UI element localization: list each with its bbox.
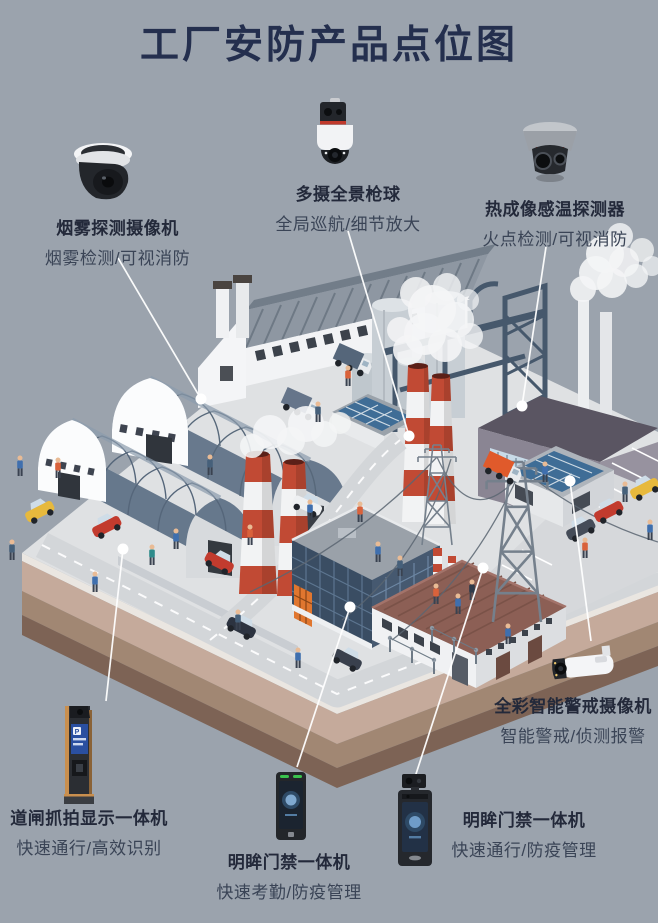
product-name: 明眸门禁一体机 (462, 811, 586, 830)
bullet-camera-image (552, 645, 614, 680)
location-marker-dot (344, 601, 356, 613)
leader-line (569, 480, 592, 642)
leader-line (105, 548, 124, 702)
ptz-camera-image (317, 98, 353, 164)
location-marker-dot (477, 562, 489, 574)
access-terminal-image (276, 772, 306, 840)
power-pylons (249, 444, 658, 675)
product-name: 明眸门禁一体机 (227, 853, 351, 872)
product-desc: 火点检测/可视消防 (482, 230, 628, 249)
product-desc: 全局巡航/细节放大 (275, 215, 421, 234)
location-marker-dot (195, 393, 207, 405)
leader-line (117, 257, 202, 400)
product-desc: 快速考勤/防疫管理 (216, 883, 362, 902)
barrier-gate-image: P (64, 706, 94, 804)
smoke-camera-image (74, 143, 132, 200)
product-desc: 烟雾检测/可视消防 (44, 249, 191, 268)
smoke-plume-a (240, 406, 351, 458)
location-marker-dot (564, 475, 576, 487)
leader-line (347, 230, 410, 437)
product-name: 热成像感温探测器 (485, 200, 625, 219)
location-marker-dot (117, 543, 129, 555)
leader-line (414, 567, 484, 778)
thermal-camera-image (523, 122, 577, 182)
product-name: 全彩智能警戒摄像机 (494, 697, 652, 716)
smoke-plume-dark-factory (570, 223, 658, 302)
warehouse-building-front (38, 417, 254, 578)
product-name: 烟雾探测摄像机 (56, 219, 179, 238)
location-marker-dot (403, 430, 415, 442)
label-access-terminal-pass: 明眸门禁一体机 快速通行/防疫管理 (438, 806, 610, 861)
solar-roof-building (505, 446, 614, 527)
smoke-plume-b (387, 273, 483, 365)
location-marker-dot (516, 400, 528, 412)
product-desc: 快速通行/防疫管理 (451, 841, 597, 860)
label-thermal-temp-detector: 热成像感温探测器 火点检测/可视消防 (473, 195, 637, 250)
leader-line (521, 246, 547, 407)
product-desc: 快速通行/高效识别 (16, 839, 162, 858)
leader-line (296, 606, 351, 768)
parking-sign-text: P (75, 729, 80, 736)
product-name: 多摄全景枪球 (295, 185, 401, 204)
label-full-color-alert-camera: 全彩智能警戒摄像机 智能警戒/侦测报警 (488, 692, 658, 747)
label-barrier-capture-display: 道闸抓拍显示一体机 快速通行/高效识别 (6, 804, 172, 859)
access-terminal-temp-image (398, 774, 432, 866)
product-desc: 智能警戒/侦测报警 (500, 727, 646, 746)
label-smoke-detection-camera: 烟雾探测摄像机 烟雾检测/可视消防 (20, 214, 215, 269)
label-panoramic-ptz-camera: 多摄全景枪球 全局巡航/细节放大 (268, 180, 428, 235)
product-name: 道闸抓拍显示一体机 (10, 809, 168, 828)
label-access-terminal-attendance: 明眸门禁一体机 快速考勤/防疫管理 (203, 848, 375, 903)
page-title: 工厂安防产品点位图 (139, 24, 518, 67)
